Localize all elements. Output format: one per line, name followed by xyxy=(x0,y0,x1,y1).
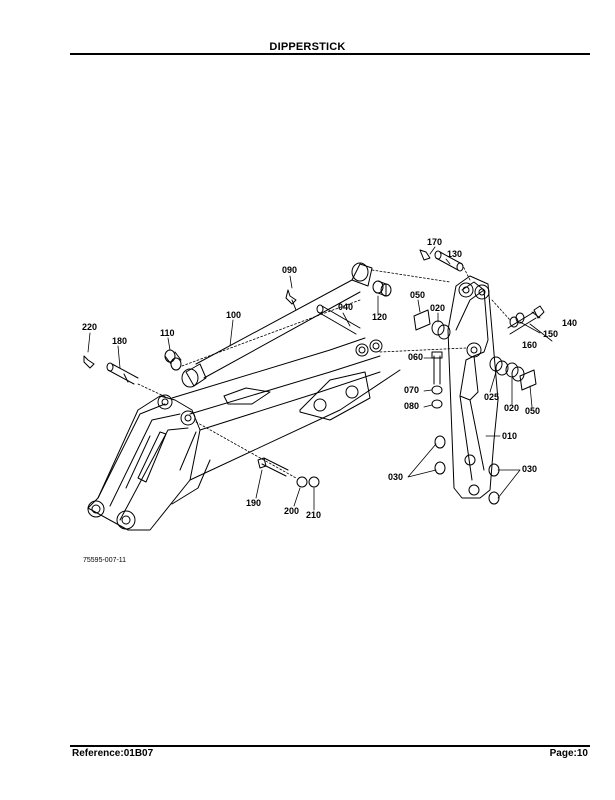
callout-120: 120 xyxy=(372,312,387,322)
callout-050-top: 050 xyxy=(410,290,425,300)
bolt-060 xyxy=(431,351,443,409)
page-title: DIPPERSTICK xyxy=(269,41,346,53)
callout-020-top: 020 xyxy=(430,303,445,313)
callout-140: 140 xyxy=(562,318,577,328)
grease-nipple-170 xyxy=(419,249,431,261)
callout-labels: 170 130 090 140 050 020 150 040 100 160 … xyxy=(82,237,577,520)
assembly-lines xyxy=(137,263,511,479)
callout-040: 040 xyxy=(338,302,353,312)
reference-label: Reference:01B07 xyxy=(72,748,154,759)
bolt-190 xyxy=(257,457,320,488)
boom-frame xyxy=(87,337,401,531)
callout-110: 110 xyxy=(160,328,175,338)
callout-130: 130 xyxy=(447,249,462,259)
callout-030-right: 030 xyxy=(522,464,537,474)
callout-180: 180 xyxy=(112,336,127,346)
callout-210: 210 xyxy=(306,510,321,520)
bolt-140 xyxy=(507,305,545,335)
callout-090: 090 xyxy=(282,265,297,275)
pin-180 xyxy=(106,362,139,385)
callout-070: 070 xyxy=(404,385,419,395)
callout-170: 170 xyxy=(427,237,442,247)
cylinder-100 xyxy=(181,262,373,388)
callout-150: 150 xyxy=(543,329,558,339)
callout-025: 025 xyxy=(484,392,499,402)
page-number: Page:10 xyxy=(549,748,588,759)
footer-rule xyxy=(70,745,590,747)
callout-060: 060 xyxy=(408,352,423,362)
dipperstick-010 xyxy=(447,275,499,499)
header-rule xyxy=(70,53,590,55)
callout-010: 010 xyxy=(502,431,517,441)
bushing-set-upper xyxy=(413,309,451,340)
grease-nipple-090 xyxy=(285,289,297,311)
figure-code: 75595-007-11 xyxy=(83,557,127,564)
callout-050-right: 050 xyxy=(525,406,540,416)
callout-100: 100 xyxy=(226,310,241,320)
callout-200: 200 xyxy=(284,506,299,516)
bushing-120 xyxy=(372,280,392,297)
grease-nipple-220 xyxy=(83,355,95,369)
callout-190: 190 xyxy=(246,498,261,508)
callout-030-left: 030 xyxy=(388,472,403,482)
callout-020-right: 020 xyxy=(504,403,519,413)
callout-160: 160 xyxy=(522,340,537,350)
callout-leaders xyxy=(87,246,553,511)
pin-130 xyxy=(434,250,464,272)
callout-080: 080 xyxy=(404,401,419,411)
bushing-set-right xyxy=(489,356,537,391)
bushing-110 xyxy=(164,349,182,371)
callout-220: 220 xyxy=(82,322,97,332)
